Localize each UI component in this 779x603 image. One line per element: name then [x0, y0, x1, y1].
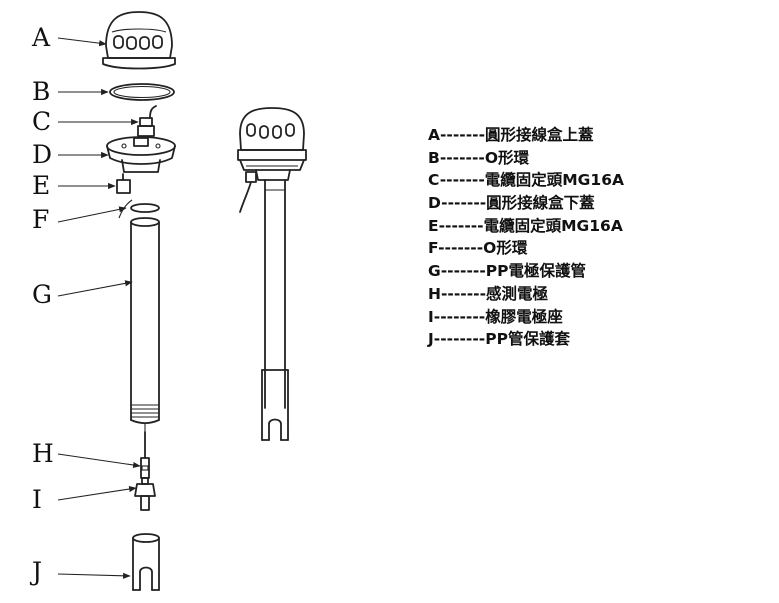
part-label-b: B	[32, 77, 50, 106]
leader-arrows	[57, 37, 141, 579]
legend-entry-e: E-------電纜固定頭MG16A	[428, 216, 623, 235]
legend-entry-j: J--------PP管保護套	[428, 330, 570, 349]
legend-entry-a: A-------圓形接線盒上蓋	[428, 126, 594, 144]
part-label-a: A	[31, 23, 51, 52]
leader-arrow-j	[57, 572, 131, 579]
part-i-rubber-seat-drawing	[134, 477, 156, 511]
leader-arrow-h	[57, 453, 141, 469]
part-b-o-ring-drawing	[109, 83, 175, 101]
part-f-o-ring-drawing	[118, 199, 160, 219]
part-label-e: E	[32, 171, 50, 200]
part-label-h: H	[32, 439, 54, 468]
legend-entry-g: G-------PP電極保護管	[428, 262, 586, 281]
part-a-top-cover-drawing	[102, 11, 176, 70]
part-label-i: I	[32, 485, 42, 514]
leader-arrow-a	[57, 37, 107, 47]
leader-arrow-g	[57, 280, 133, 297]
legend-entry-h: H-------感測電極	[428, 284, 549, 303]
legend-entry-f: F-------O形環	[428, 239, 528, 258]
part-label-f: F	[32, 205, 49, 234]
part-c-cable-gland-drawing	[137, 105, 157, 137]
part-label-g: G	[32, 280, 52, 309]
assembled-electrode-drawing	[237, 107, 307, 441]
part-g-protection-tube-drawing	[130, 217, 160, 432]
legend-entry-c: C-------電纜固定頭MG16A	[428, 171, 624, 190]
part-label-c: C	[32, 107, 51, 136]
leader-arrow-f	[57, 206, 127, 223]
part-e-cable-gland-drawing	[116, 173, 131, 194]
legend-entry-d: D-------圓形接線盒下蓋	[428, 194, 595, 213]
part-j-protective-sleeve-drawing	[132, 533, 160, 591]
parts-legend: A-------圓形接線盒上蓋 B-------O形環 C-------電纜固定…	[428, 124, 624, 351]
part-label-d: D	[32, 140, 52, 169]
part-label-j: J	[29, 557, 42, 586]
legend-entry-i: I--------橡膠電極座	[428, 307, 563, 326]
part-h-sensing-electrode-drawing	[140, 431, 150, 479]
part-d-bottom-cover-drawing	[106, 136, 176, 173]
legend-entry-b: B-------O形環	[428, 148, 530, 167]
leader-arrow-i	[57, 486, 137, 501]
